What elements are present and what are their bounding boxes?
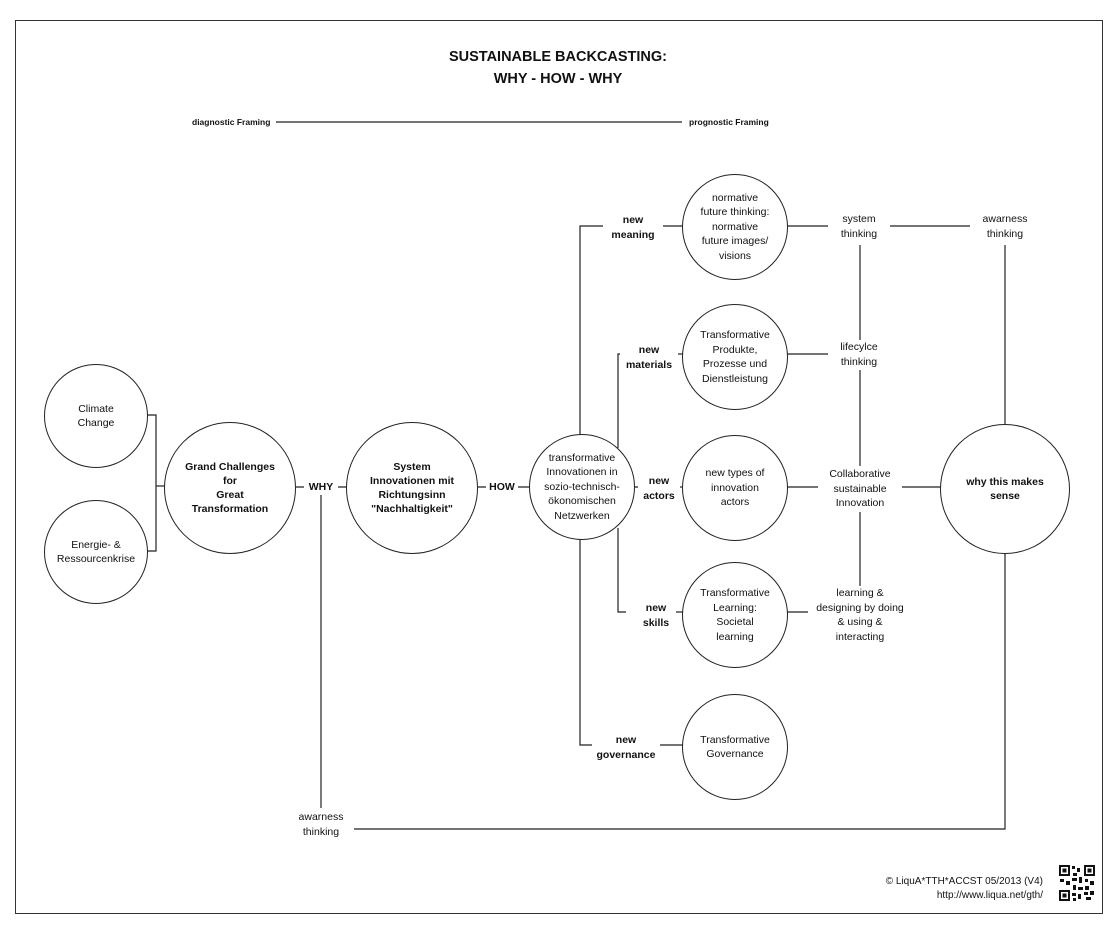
transformative-products-node: Transformative Produkte, Prozesse und Di… [682, 304, 788, 410]
normative-future-node: normative future thinking: normative fut… [682, 174, 788, 280]
diagnostic-framing-label: diagnostic Framing [192, 117, 271, 127]
diagram-title: SUSTAINABLE BACKCASTING: WHY - HOW - WHY [380, 46, 736, 90]
transformative-innovation-node: transformative Innovationen in sozio-tec… [529, 434, 635, 540]
footer-url[interactable]: http://www.liqua.net/gth/ [936, 890, 1043, 901]
new-governance-label: new governance [592, 733, 660, 762]
awareness-thinking-top-label: awarness thinking [970, 212, 1040, 241]
transformative-learning-node: Transformative Learning: Societal learni… [682, 562, 788, 668]
new-actors-label: new actors [638, 474, 680, 503]
footer-credits: © LiquA*TTH*ACCST 05/2013 (V4) http://ww… [886, 875, 1043, 903]
how-label: HOW [486, 480, 518, 495]
collaborative-innovation-label: Collaborative sustainable Innovation [818, 467, 902, 511]
awareness-thinking-bottom-label: awarness thinking [288, 810, 354, 839]
why-label: WHY [304, 480, 338, 495]
innovation-actors-node: new types of innovation actors [682, 435, 788, 541]
copyright-text: © LiquA*TTH*ACCST 05/2013 (V4) [885, 876, 1043, 887]
why-this-makes-sense-node: why this makes sense [940, 424, 1070, 554]
new-materials-label: new materials [620, 343, 678, 372]
bracket-line [140, 414, 157, 552]
title-line-1: SUSTAINABLE BACKCASTING: [448, 49, 668, 65]
climate-change-node: Climate Change [44, 364, 148, 468]
energy-crisis-node: Energie- & Ressourcenkrise [44, 500, 148, 604]
prognostic-framing-label: prognostic Framing [689, 117, 769, 127]
diagram-frame [15, 20, 1103, 914]
new-skills-label: new skills [636, 601, 676, 630]
system-thinking-label: system thinking [828, 212, 890, 241]
qr-code-icon [1058, 864, 1096, 902]
learning-by-doing-label: learning & designing by doing & using & … [808, 586, 912, 644]
lifecycle-thinking-label: lifecylce thinking [828, 340, 890, 369]
transformative-governance-node: Transformative Governance [682, 694, 788, 800]
system-innovation-node: System Innovationen mit Richtungsinn "Na… [346, 422, 478, 554]
grand-challenges-node: Grand Challenges for Great Transformatio… [164, 422, 296, 554]
new-meaning-label: new meaning [603, 213, 663, 242]
title-line-2: WHY - HOW - WHY [493, 71, 623, 87]
